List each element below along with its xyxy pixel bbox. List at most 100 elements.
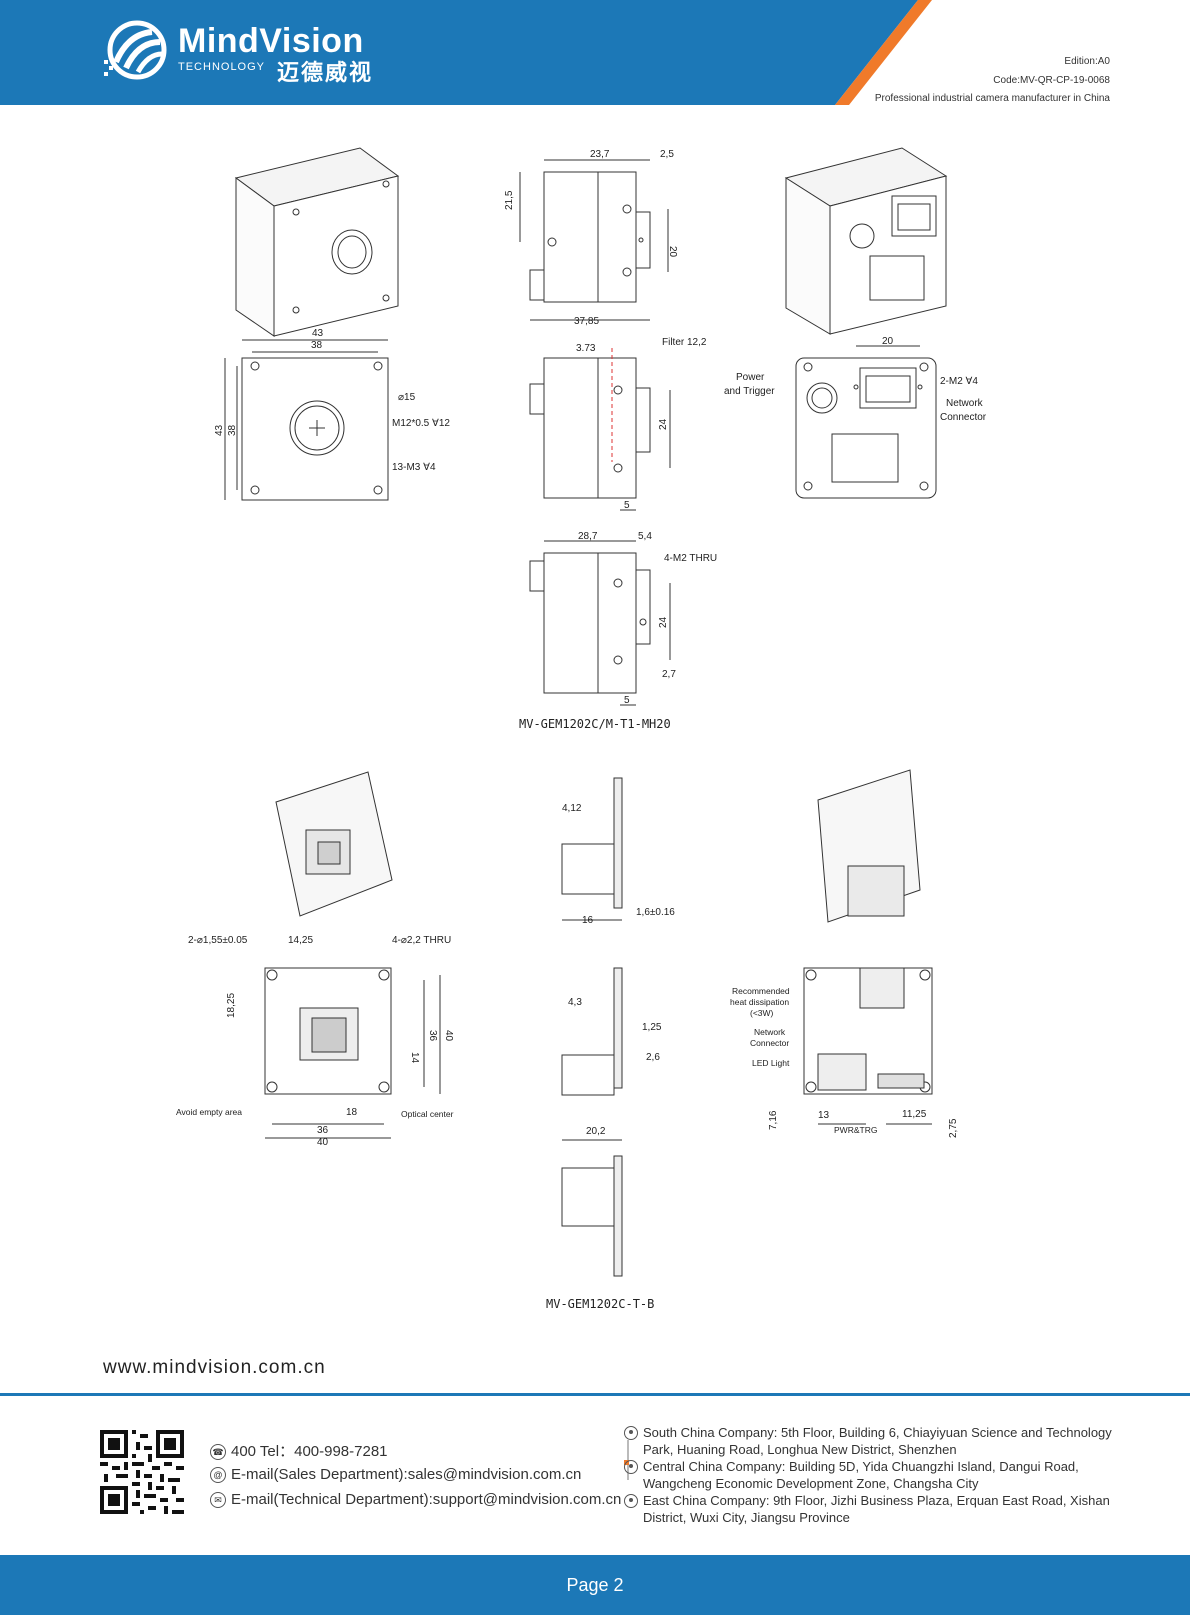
address-central-text: Central China Company: Building 5D, Yida…	[643, 1459, 1079, 1491]
dim-1-6-tolerance: 1,6±0.16	[636, 907, 675, 918]
address-east-text: East China Company: 9th Floor, Jizhi Bus…	[643, 1493, 1110, 1525]
website-url[interactable]: www.mindvision.com.cn	[103, 1357, 326, 1378]
qr-code-icon	[100, 1430, 184, 1514]
contact-sales-text[interactable]: E-mail(Sales Department):sales@mindvisio…	[231, 1466, 582, 1483]
brand-subtitle: TECHNOLOGY	[178, 61, 266, 73]
dim-36-vertical: 36	[427, 1030, 438, 1042]
dim-3-73: 3.73	[576, 343, 596, 354]
tagline: Professional industrial camera manufactu…	[874, 93, 1110, 104]
label-recommended: Recommended	[732, 986, 790, 996]
dim-top-flange: 2,5	[660, 149, 674, 160]
dim-front-38: 38	[311, 340, 323, 351]
email-icon: @	[210, 1467, 226, 1483]
edition: Edition:A0	[1064, 56, 1110, 67]
dim-filter: Filter 12,2	[662, 337, 707, 348]
dim-m2-thru: 4-M2 THRU	[664, 553, 717, 564]
label-pwr-trg: PWR&TRG	[834, 1125, 877, 1135]
dim-front-43: 43	[312, 328, 324, 339]
address-south: South China Company: 5th Floor, Building…	[624, 1424, 1123, 1458]
board-front-view	[264, 967, 441, 1139]
footer: Page 2	[0, 1555, 1190, 1615]
label-avoid-empty-area: Avoid empty area	[176, 1107, 242, 1117]
brand-logo-icon	[104, 20, 167, 80]
model-label-board: MV-GEM1202C-T-B	[546, 1297, 655, 1311]
dim-13: 13	[818, 1110, 830, 1121]
label-trigger: and Trigger	[724, 386, 775, 397]
dim-18: 18	[346, 1107, 358, 1118]
dim-side-height: 21,5	[504, 190, 515, 210]
back-view	[795, 345, 937, 499]
contact-sales: @ E-mail(Sales Department):sales@mindvisi…	[210, 1466, 581, 1483]
phone-icon: ☎	[210, 1444, 226, 1460]
dim-24-b: 24	[658, 616, 669, 628]
dim-5-4: 5,4	[638, 531, 652, 542]
label-connector: Connector	[940, 412, 987, 423]
dim-4-3: 4,3	[568, 997, 582, 1008]
model-label-enclosed: MV-GEM1202C/M-T1-MH20	[519, 717, 671, 731]
location-pin-icon	[624, 1460, 638, 1474]
dim-11-25: 11,25	[902, 1109, 927, 1120]
dim-1-25: 1,25	[642, 1022, 662, 1033]
dim-side-20: 20	[667, 246, 678, 258]
side-view-2	[529, 348, 671, 511]
label-network: Network	[946, 398, 984, 409]
board-back-view	[803, 967, 933, 1125]
board-iso-front	[275, 771, 393, 917]
dim-7-16: 7,16	[768, 1110, 779, 1130]
address-central: Central China Company: Building 5D, Yida…	[624, 1458, 1123, 1492]
brand-chinese-name: 迈德威视	[277, 60, 374, 85]
label-power-limit: (<3W)	[750, 1008, 774, 1018]
brand-name: MindVision	[178, 22, 364, 60]
dim-20-2: 20,2	[586, 1126, 606, 1137]
dim-front-43-vertical: 43	[214, 424, 225, 436]
dim-16: 16	[582, 915, 594, 926]
contact-support-text[interactable]: E-mail(Technical Department):support@min…	[231, 1491, 622, 1508]
dim-5: 5	[624, 500, 630, 511]
label-board-connector: Connector	[750, 1038, 789, 1048]
dim-14: 14	[409, 1052, 420, 1064]
contact-support: ✉E-mail(Technical Department):support@mi…	[210, 1491, 621, 1508]
dim-2-75: 2,75	[948, 1118, 959, 1138]
dim-back-20: 20	[882, 336, 894, 347]
dim-diameter-15: ⌀15	[398, 392, 416, 403]
board-side-view-3	[561, 1139, 623, 1277]
document-code: Code:MV-QR-CP-19-0068	[993, 75, 1110, 86]
header-background	[0, 0, 932, 105]
dim-m2-holes: 2-M2 ∀4	[940, 376, 978, 387]
dim-thru-2-2: 4-⌀2,2 THRU	[392, 935, 451, 946]
address-east: East China Company: 9th Floor, Jizhi Bus…	[624, 1492, 1123, 1526]
dim-14-25: 14,25	[288, 935, 313, 946]
dim-24: 24	[658, 418, 669, 430]
dim-36: 36	[317, 1125, 329, 1136]
dim-40: 40	[317, 1137, 329, 1148]
technical-drawing: 23,7 2,5 21,5 20 37,85 43 38 43 38 ⌀15 M…	[176, 147, 987, 1277]
header: MindVision TECHNOLOGY 迈德威视 Edition:A0 Co…	[0, 0, 1190, 105]
dim-2-6: 2,6	[646, 1052, 660, 1063]
dim-front-38-vertical: 38	[227, 424, 238, 436]
contact-tel-text[interactable]: 400 Tel：400-998-7281	[231, 1443, 388, 1460]
location-pin-icon	[624, 1494, 638, 1508]
label-led-light: LED Light	[752, 1058, 790, 1068]
label-optical-center: Optical center	[401, 1109, 454, 1119]
board-side-view-2	[561, 967, 623, 1096]
label-heat-dissipation: heat dissipation	[730, 997, 789, 1007]
board-iso-back	[817, 769, 921, 923]
dim-m3-holes: 13-M3 ∀4	[392, 462, 436, 473]
label-board-network: Network	[754, 1027, 786, 1037]
dim-28-7: 28,7	[578, 531, 598, 542]
iso-back-view	[784, 147, 948, 335]
contact-tel: ☎ 400 Tel：400-998-7281	[210, 1440, 388, 1461]
footer-divider	[0, 1393, 1190, 1396]
dim-side-length: 37,85	[574, 316, 599, 327]
iso-front-view	[234, 147, 400, 337]
location-pin-icon	[624, 1426, 638, 1440]
side-view-1	[519, 159, 669, 321]
front-view	[224, 339, 389, 501]
dim-5-b: 5	[624, 695, 630, 706]
board-side-view-1	[561, 777, 623, 921]
dim-40-vertical: 40	[443, 1030, 454, 1042]
dim-m12-thread: M12*0.5 ∀12	[392, 418, 450, 429]
page-number: Page 2	[566, 1575, 624, 1595]
dim-4-12: 4,12	[562, 803, 582, 814]
dim-top-width: 23,7	[590, 149, 610, 160]
